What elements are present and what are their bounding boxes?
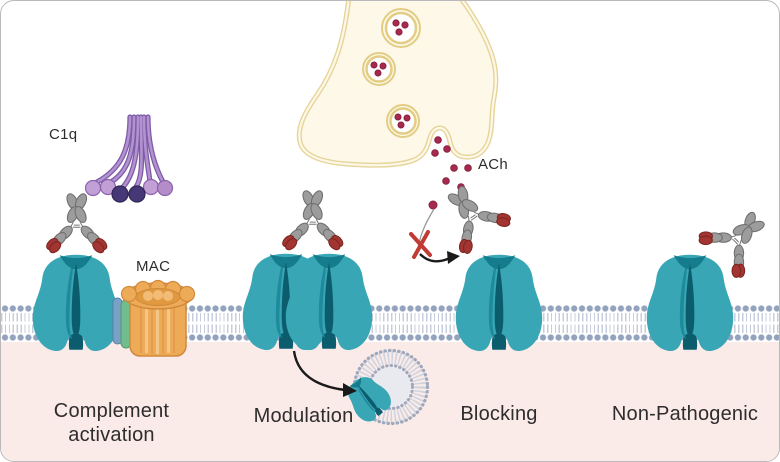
- synaptic-vesicle: [386, 104, 420, 138]
- mac-complex: [112, 279, 196, 357]
- achr-receptor-modulation-right: [285, 253, 373, 350]
- endosome-vesicle: [340, 348, 430, 427]
- cell-membrane: [1, 304, 779, 342]
- antibody-modulation: [280, 188, 346, 253]
- mechanism-label-blocking: Blocking: [460, 403, 538, 425]
- achr-receptor-blocking: [455, 254, 543, 351]
- mac-label: MAC: [136, 258, 171, 275]
- synaptic-vesicle: [362, 52, 396, 86]
- synaptic-vesicle: [381, 8, 421, 48]
- antibody-blocking: [427, 170, 517, 260]
- achr-receptor-nonpathogenic: [646, 254, 734, 351]
- modulation-arrow-icon: [292, 350, 357, 397]
- c1q-label: C1q: [49, 126, 78, 143]
- blocked-x-icon: [409, 230, 432, 259]
- achr-receptor-complement: [32, 254, 120, 351]
- c1q-molecule: [84, 114, 174, 203]
- blocking-arrow-icon: [419, 251, 460, 264]
- presynaptic-terminal: [296, 1, 499, 168]
- membrane-outer-heads: [1, 304, 779, 313]
- ach-label: ACh: [478, 156, 509, 173]
- membrane-lipid-tails: [1, 313, 779, 333]
- mechanism-label-complement-activation: Complement activation: [53, 400, 170, 447]
- mechanism-label-modulation: Modulation: [253, 405, 354, 427]
- membrane-inner-heads: [1, 333, 779, 342]
- antibody-complement: [44, 191, 110, 256]
- mechanism-label-nonpathogenic: Non-Pathogenic: [611, 403, 759, 425]
